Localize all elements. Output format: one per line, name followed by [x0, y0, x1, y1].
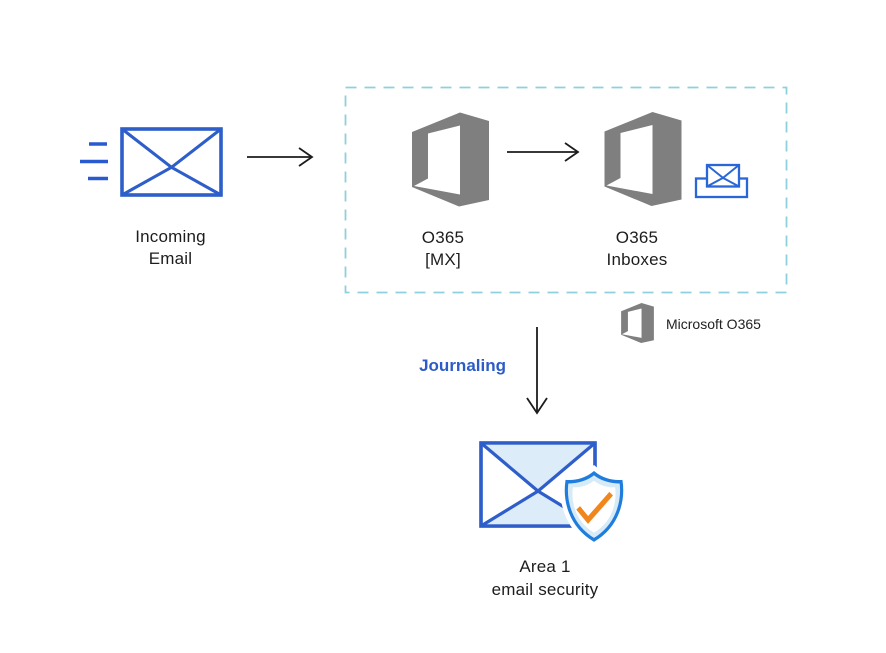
o365-mx-icon — [412, 112, 489, 207]
shield-check-icon — [560, 464, 628, 547]
office-logo-icon — [412, 112, 489, 207]
arrow-right-icon — [507, 142, 580, 162]
arrow-right-icon — [247, 147, 314, 167]
legend-label: Microsoft O365 — [666, 316, 761, 332]
legend-office-logo-icon — [621, 303, 654, 343]
incoming-email-icon — [80, 127, 223, 197]
speed-lines-icon — [80, 142, 108, 181]
o365-inboxes-label: O365 Inboxes — [606, 228, 668, 269]
area1-label: Area 1 email security — [491, 557, 599, 599]
journaling-label: Journaling — [419, 356, 506, 375]
checkmark-icon — [576, 491, 613, 524]
area1-icon — [479, 441, 628, 547]
arrow-down-icon — [526, 327, 548, 415]
envelope-icon — [120, 127, 223, 197]
office-logo-icon — [604, 112, 682, 206]
o365-mx-label: O365 [MX] — [421, 228, 465, 269]
incoming-email-label: Incoming Email — [135, 227, 206, 268]
inbox-tray-icon — [694, 163, 749, 199]
o365-inboxes-icon — [604, 112, 682, 206]
